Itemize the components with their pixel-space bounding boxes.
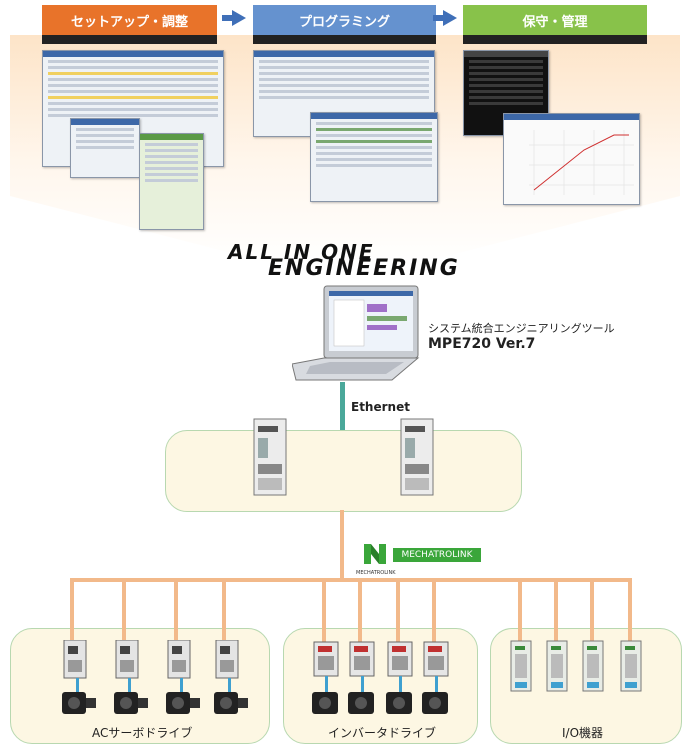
drop-line — [554, 580, 558, 642]
tab-setup-label: セットアップ・調整 — [70, 14, 188, 30]
group-label-io: I/O機器 — [562, 726, 604, 740]
io-module-4 — [620, 640, 642, 692]
servo-drive-1 — [62, 640, 96, 714]
mechatrolink-badge: MECHATROLINK — [393, 548, 481, 562]
tab-setup[interactable]: セットアップ・調整 — [42, 5, 217, 44]
network-bus — [70, 578, 632, 582]
controller-panel — [165, 430, 522, 512]
slogan-line-1: ALL IN ONE — [228, 240, 375, 264]
servo-drive-2 — [114, 640, 148, 714]
drop-line — [396, 580, 400, 642]
drop-line — [322, 580, 326, 642]
inverter-drive-2 — [348, 641, 375, 714]
tool-name: MPE720 Ver.7 — [428, 336, 536, 352]
drop-line — [432, 580, 436, 642]
drop-line — [358, 580, 362, 642]
inverter-drive-4 — [422, 641, 449, 714]
setup-dialog-screenshot — [70, 118, 140, 178]
controller-unit-1 — [253, 418, 287, 496]
io-module-2 — [546, 640, 568, 692]
network-trunk-vertical — [340, 510, 344, 580]
ethernet-label: Ethernet — [351, 400, 410, 414]
drop-line — [590, 580, 594, 642]
mechatrolink-badge-text: MECHATROLINK — [401, 550, 473, 560]
tab-maintenance-label: 保守・管理 — [522, 14, 588, 30]
programming-editor-screenshot — [310, 112, 438, 202]
tab-programming-label: プログラミング — [298, 14, 390, 30]
drop-line — [174, 580, 178, 642]
slogan-line-2: ENGINEERING — [268, 256, 460, 281]
maintenance-trace-screenshot — [503, 113, 640, 205]
ethernet-cable — [340, 382, 345, 432]
group-label-servo: ACサーボドライブ — [92, 726, 193, 740]
mechatrolink-logo-icon — [364, 544, 386, 564]
tool-subtitle: システム統合エンジニアリングツール — [428, 322, 615, 335]
inverter-drive-3 — [386, 641, 413, 714]
servo-drive-4 — [214, 640, 248, 714]
io-module-1 — [510, 640, 532, 692]
servo-drive-3 — [166, 640, 200, 714]
setup-wizard-screenshot — [139, 133, 204, 230]
arrow-right-icon — [433, 10, 457, 26]
tab-maintenance[interactable]: 保守・管理 — [463, 5, 647, 44]
controller-unit-2 — [400, 418, 434, 496]
arrow-right-icon — [222, 10, 246, 26]
group-label-inverter: インバータドライブ — [328, 726, 437, 740]
io-module-3 — [582, 640, 604, 692]
drop-line — [122, 580, 126, 642]
tab-programming[interactable]: プログラミング — [253, 5, 436, 44]
drop-line — [518, 580, 522, 642]
drop-line — [628, 580, 632, 642]
mechatrolink-brand: MECHATROLINK — [356, 570, 396, 576]
drop-line — [70, 580, 74, 642]
inverter-drive-1 — [312, 641, 339, 714]
laptop-icon — [292, 285, 420, 381]
drop-line — [222, 580, 226, 642]
